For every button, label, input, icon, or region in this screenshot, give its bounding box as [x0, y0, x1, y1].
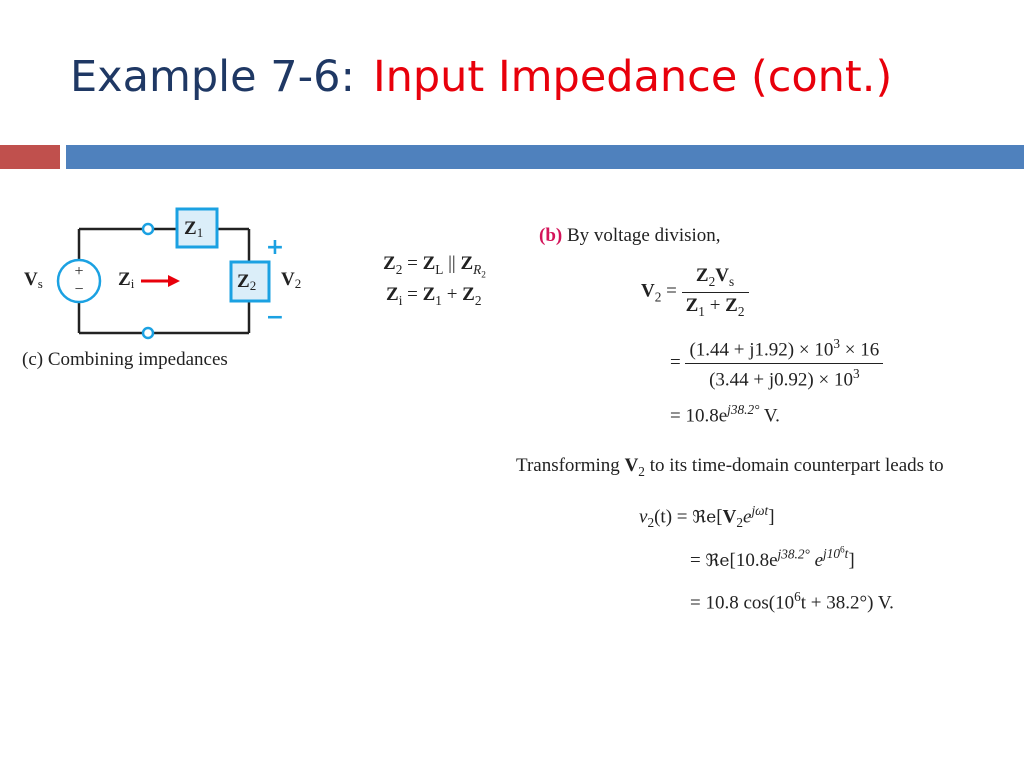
numeric-fraction: (1.44 + j1.92) × 103 × 16 (3.44 + j0.92)…: [685, 336, 884, 392]
part-b-heading: (b) By voltage division,: [539, 225, 721, 247]
z2-box: [229, 260, 271, 303]
svg-text:Z2: Z2: [237, 271, 256, 293]
time-eq-3: = 10.8 cos(106t + 38.2°) V.: [690, 589, 894, 614]
arrow-icon: [141, 275, 180, 287]
output-minus-sign: −: [266, 305, 284, 330]
output-plus-sign: +: [266, 235, 284, 260]
svg-text:Z1: Z1: [184, 218, 203, 240]
accent-bar-red: [0, 145, 60, 169]
z1-sub: 1: [197, 225, 204, 240]
vs-label: V: [24, 269, 38, 290]
zi-label: Z: [118, 269, 131, 290]
title-main: Input Impedance (cont.): [372, 52, 893, 102]
svg-text:Vs: Vs: [24, 269, 43, 291]
accent-bar-blue: [66, 145, 1024, 169]
z2-sub: 2: [250, 278, 257, 293]
v2-label: V: [281, 269, 295, 290]
v2-fraction: Z2Vs Z1 + Z2: [681, 265, 749, 320]
circuit-diagram: + − Z1 Z2 Vs Zi V2 + −: [24, 207, 301, 340]
zi-sub: i: [131, 276, 135, 291]
v2-division-eq: V2 = Z2Vs Z1 + Z2: [641, 265, 749, 320]
z1-label: Z: [184, 218, 197, 239]
terminal-top: [141, 222, 155, 236]
z2-label: Z: [237, 271, 250, 292]
source-minus-sign: −: [74, 281, 83, 298]
svg-text:Zi: Zi: [118, 269, 135, 291]
slide-title: Example 7-6: Input Impedance (cont.): [70, 52, 892, 102]
transform-text: Transforming V2 to its time-domain count…: [516, 455, 944, 479]
time-eq-1: v2(t) = ℜe[V2ejωt]: [639, 503, 775, 531]
z1-box: [175, 207, 219, 249]
terminal-bottom: [141, 326, 155, 340]
title-prefix: Example 7-6:: [70, 52, 355, 102]
part-b-label: (b): [539, 225, 563, 246]
svg-text:V2: V2: [281, 269, 301, 291]
vs-sub: s: [38, 276, 43, 291]
time-eq-2: = ℜe[10.8ej38.2° ej106t]: [690, 546, 855, 571]
voltage-source-circle: [56, 258, 102, 304]
v2-sub: 2: [295, 276, 302, 291]
part-b-text: By voltage division,: [562, 225, 721, 246]
impedance-eq-2: Zi = Z1 + Z2: [386, 284, 482, 308]
v2-result-eq: = 10.8ej38.2° V.: [670, 402, 780, 427]
source-plus-sign: +: [74, 263, 83, 280]
impedance-eq-1: Z2 = ZL || ZR2: [383, 253, 486, 281]
v2-numeric-eq: = (1.44 + j1.92) × 103 × 16 (3.44 + j0.9…: [670, 336, 884, 392]
circuit-caption: (c) Combining impedances: [22, 349, 228, 370]
